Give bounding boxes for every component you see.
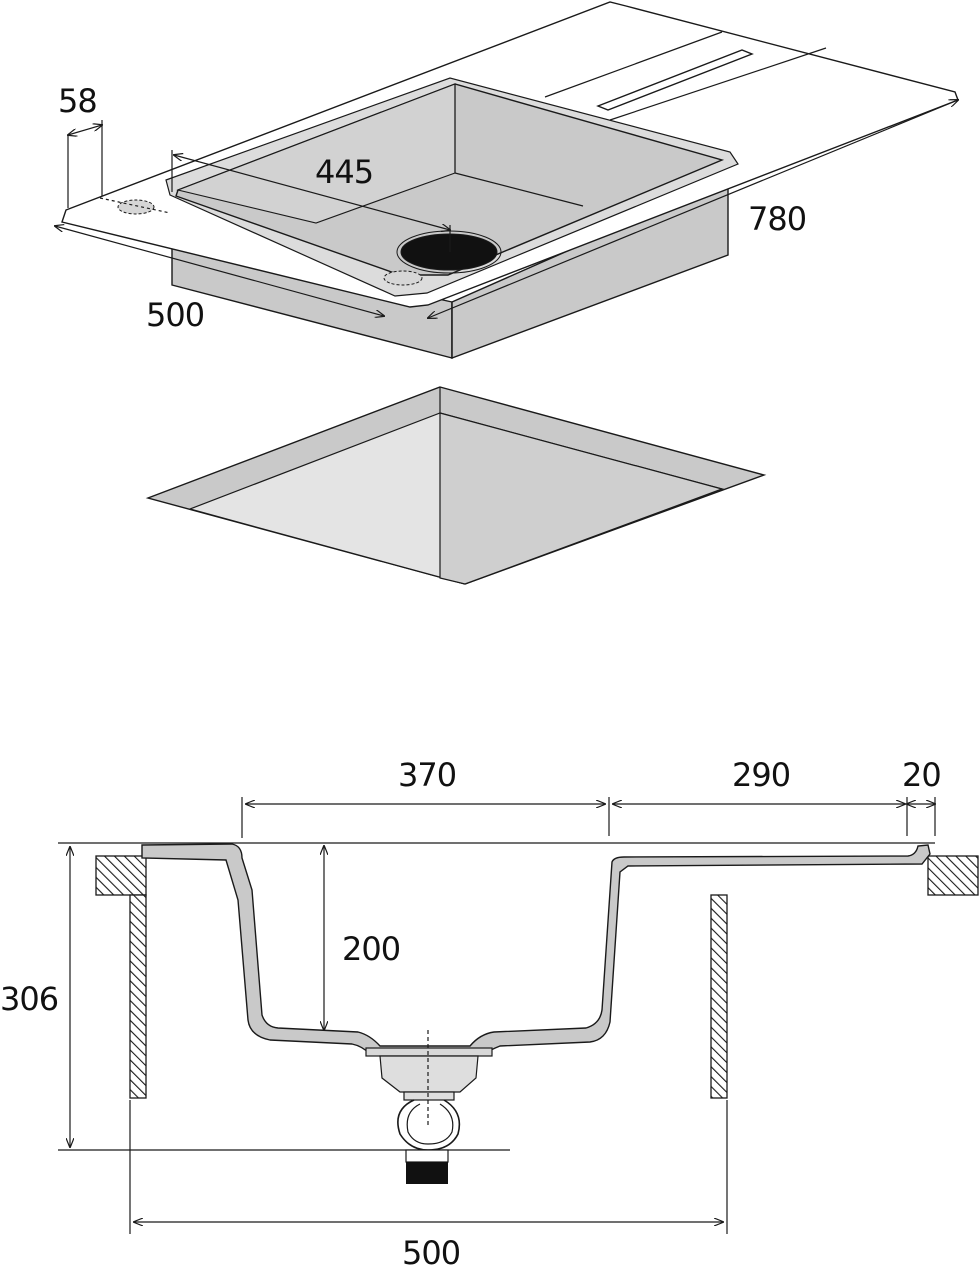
dim-width: 500 xyxy=(146,296,204,334)
dim-bowl-length: 445 xyxy=(315,153,373,191)
dim-bowl-width: 370 xyxy=(398,756,456,794)
cabinet-wall-right xyxy=(710,894,728,1099)
cross-section: 370 290 20 200 306 500 xyxy=(0,756,979,1266)
dim-drainer-width: 290 xyxy=(732,756,790,794)
dim-cabinet-width: 500 xyxy=(402,1234,460,1266)
dim-total-length: 780 xyxy=(748,200,806,238)
drain-assembly xyxy=(365,1030,493,1184)
sink-profile xyxy=(141,843,931,1055)
cabinet-wall-left xyxy=(129,894,147,1099)
countertop-left xyxy=(95,855,147,896)
countertop-right xyxy=(927,855,979,896)
drainer-groove xyxy=(544,31,723,98)
tap-hole-right xyxy=(383,270,423,286)
isometric-sink: 58 445 780 500 xyxy=(55,1,958,360)
dim-rim: 20 xyxy=(902,756,941,794)
drain-hole xyxy=(400,233,498,271)
dim-bowl-depth: 200 xyxy=(342,930,400,968)
cutout-template xyxy=(145,386,767,585)
dim-total-depth: 306 xyxy=(0,980,58,1018)
tap-hole-left xyxy=(117,199,155,215)
dim-tap-offset: 58 xyxy=(58,82,97,120)
